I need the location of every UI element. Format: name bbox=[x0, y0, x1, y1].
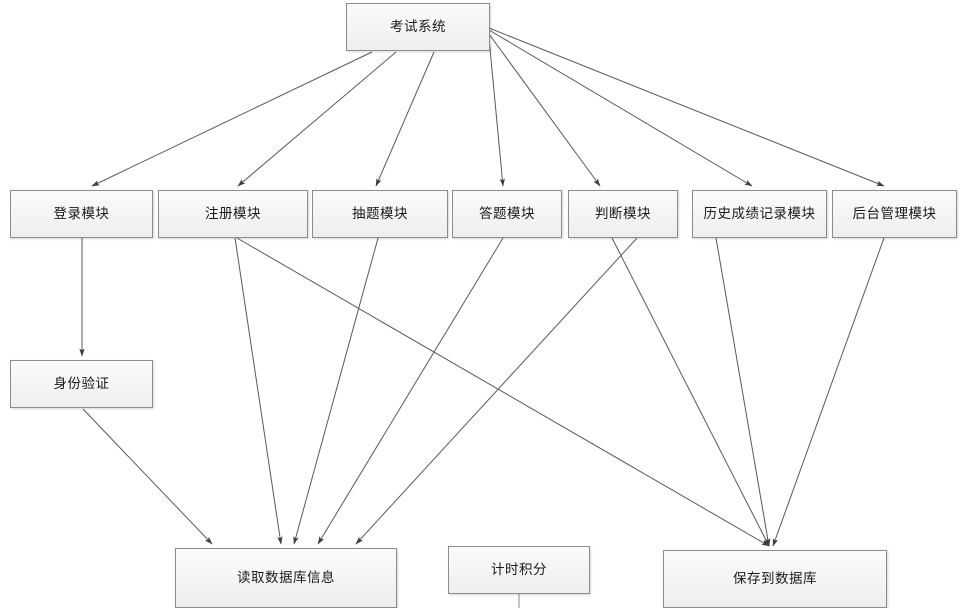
edge-judge-to-save-db bbox=[611, 237, 770, 547]
node-label-register: 注册模块 bbox=[205, 205, 261, 222]
node-label-save-db: 保存到数据库 bbox=[733, 570, 817, 587]
edge-history-score-to-save-db bbox=[715, 237, 771, 547]
node-exam-system[interactable]: 考试系统 bbox=[346, 3, 490, 51]
edge-judge-to-read-db bbox=[355, 237, 638, 545]
edge-answer-to-read-db bbox=[317, 237, 504, 545]
node-admin[interactable]: 后台管理模块 bbox=[832, 190, 957, 238]
edges-group bbox=[79, 27, 885, 608]
node-pick-question[interactable]: 抽题模块 bbox=[312, 190, 448, 238]
node-label-login: 登录模块 bbox=[53, 205, 110, 222]
edge-register-to-read-db bbox=[234, 237, 283, 545]
edge-exam-system-to-answer bbox=[488, 37, 505, 187]
edge-identity-auth-to-read-db bbox=[82, 408, 213, 545]
node-label-history-score: 历史成绩记录模块 bbox=[703, 205, 816, 222]
node-login[interactable]: 登录模块 bbox=[10, 190, 153, 238]
node-label-admin: 后台管理模块 bbox=[852, 205, 937, 222]
edge-exam-system-to-pick-question bbox=[375, 51, 435, 187]
node-label-timing-score: 计时积分 bbox=[491, 561, 547, 578]
node-label-read-db: 读取数据库信息 bbox=[237, 569, 335, 586]
node-history-score[interactable]: 历史成绩记录模块 bbox=[692, 190, 827, 238]
edge-exam-system-to-history-score bbox=[488, 29, 753, 187]
node-label-pick-question: 抽题模块 bbox=[352, 205, 408, 222]
node-save-db[interactable]: 保存到数据库 bbox=[663, 550, 887, 608]
node-label-exam-system: 考试系统 bbox=[390, 18, 446, 35]
node-label-identity-auth: 身份验证 bbox=[53, 375, 110, 392]
node-identity-auth[interactable]: 身份验证 bbox=[10, 360, 153, 408]
node-read-db[interactable]: 读取数据库信息 bbox=[175, 548, 397, 608]
edge-exam-system-to-judge bbox=[488, 33, 601, 187]
edge-exam-system-to-register bbox=[237, 51, 397, 187]
node-timing-score[interactable]: 计时积分 bbox=[448, 546, 590, 594]
node-answer[interactable]: 答题模块 bbox=[452, 190, 562, 238]
edge-admin-to-save-db bbox=[772, 237, 885, 547]
edge-register-to-save-db bbox=[236, 237, 770, 547]
node-label-judge: 判断模块 bbox=[595, 205, 651, 222]
edge-exam-system-to-admin bbox=[488, 27, 885, 187]
node-judge[interactable]: 判断模块 bbox=[568, 190, 678, 238]
edge-exam-system-to-login bbox=[91, 51, 373, 187]
node-register[interactable]: 注册模块 bbox=[158, 190, 308, 238]
edge-pick-question-to-read-db bbox=[293, 237, 379, 545]
node-label-answer: 答题模块 bbox=[479, 205, 535, 222]
